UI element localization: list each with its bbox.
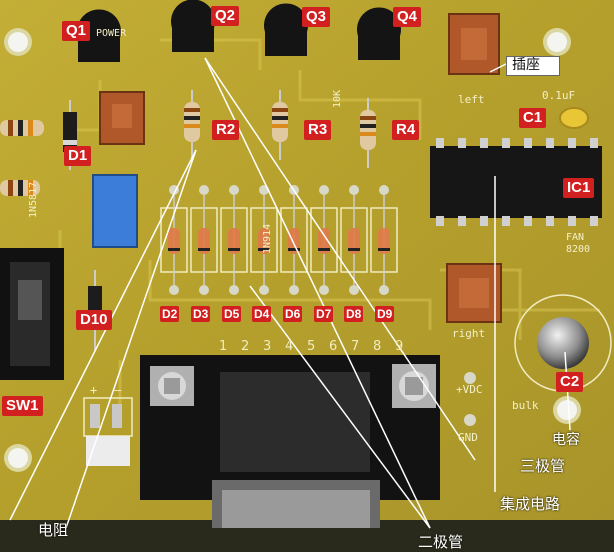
q1-label: Q1 (62, 21, 91, 41)
silk-res-value: 10K (332, 89, 343, 108)
pin-number: 4 (285, 339, 294, 354)
d9-label: D9 (375, 306, 395, 322)
pin-number: 7 (351, 339, 360, 354)
transistor-annotation: 三极管 (520, 457, 566, 475)
d3-label: D3 (191, 306, 211, 322)
mounting-hole (543, 28, 571, 56)
d10-label: D10 (76, 310, 112, 330)
d5-label: D5 (222, 306, 242, 322)
pin-number: 6 (329, 339, 338, 354)
silk-gnd: GND (458, 431, 478, 444)
capacitor-annotation: 电容 (552, 432, 580, 448)
pin-number: 9 (395, 339, 404, 354)
q2-label: Q2 (211, 6, 240, 26)
silk-bulk: bulk (512, 399, 539, 412)
ic1-chip (430, 138, 602, 226)
transistor-q4 (357, 7, 401, 60)
resistor-annotation: 电阻 (38, 521, 69, 539)
silk-d1-part: 1N5817 (28, 181, 39, 218)
pin-number: 3 (263, 339, 272, 354)
capacitor-c1 (559, 107, 589, 129)
silk-diode-part: 1N914 (262, 223, 273, 254)
c1-label: C1 (519, 108, 547, 128)
resistor-r1b (0, 180, 40, 196)
pin-number: 1 (219, 339, 228, 354)
diode-annotation: 二极管 (418, 533, 464, 551)
q3-label: Q3 (302, 7, 331, 27)
mounting-hole (4, 444, 32, 472)
silk-power: POWER (96, 28, 127, 39)
d4-label: D4 (252, 306, 272, 322)
r3-label: R3 (304, 120, 332, 140)
resistor-r3 (272, 90, 288, 160)
q4-label: Q4 (393, 7, 422, 27)
label-box-socket (506, 56, 560, 76)
blue-capacitor (92, 174, 138, 248)
db9-connector (140, 355, 440, 528)
d6-label: D6 (283, 306, 303, 322)
c2-label: C2 (556, 372, 584, 392)
transistor-q2 (171, 0, 215, 52)
pin-number: 5 (307, 339, 316, 354)
pin-number: 2 (241, 339, 250, 354)
socket-annotation: 插座 (512, 57, 540, 73)
ic-annotation: 集成电路 (500, 495, 561, 513)
resistor-r1 (0, 120, 44, 136)
ic1-label: IC1 (563, 178, 595, 198)
switch-sw1 (0, 248, 64, 380)
r4-label: R4 (392, 120, 420, 140)
d2-label: D2 (160, 306, 180, 322)
sw1-label: SW1 (2, 396, 43, 416)
d7-label: D7 (314, 306, 334, 322)
silk-left: left (458, 93, 485, 106)
silk-ic-part: FAN 8200 (566, 232, 591, 255)
power-connector (83, 397, 133, 466)
diode-array (168, 195, 390, 285)
pin-number: 8 (373, 339, 382, 354)
annotation-lines (9, 57, 571, 529)
transistor-q3 (264, 3, 308, 57)
silk-plus: + (90, 383, 98, 397)
silk-minus: – (114, 383, 122, 397)
mounting-hole (4, 28, 32, 56)
mounting-hole (553, 396, 581, 424)
resistor-r2 (184, 90, 200, 160)
silk-cap-value: 0.1uF (542, 89, 576, 102)
silk-right: right (452, 327, 486, 340)
d8-label: D8 (344, 306, 364, 322)
resistor-r4 (360, 98, 376, 168)
r2-label: R2 (212, 120, 240, 140)
silk-vdc: +VDC (456, 383, 483, 396)
d1-label: D1 (64, 146, 92, 166)
